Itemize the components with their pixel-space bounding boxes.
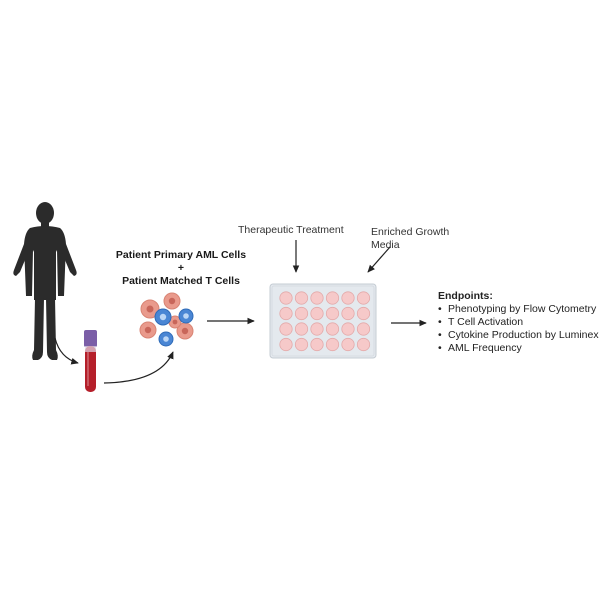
plate-well bbox=[310, 306, 324, 321]
plate-well bbox=[294, 291, 309, 305]
plate-well bbox=[294, 306, 309, 321]
endpoints-box: Endpoints: Phenotyping by Flow Cytometry… bbox=[438, 290, 599, 355]
plate-well bbox=[356, 291, 371, 305]
cell-cluster-icon bbox=[139, 292, 194, 347]
plate-well bbox=[294, 337, 309, 352]
blood-tube-icon bbox=[84, 330, 97, 392]
cells-label-line1: Patient Primary AML Cells bbox=[115, 249, 247, 261]
endpoints-list: Phenotyping by Flow Cytometry T Cell Act… bbox=[438, 303, 599, 355]
well-plate-icon bbox=[269, 283, 377, 359]
arrow-person-to-tube bbox=[54, 337, 79, 365]
plate-well bbox=[279, 306, 293, 321]
aml-cell bbox=[140, 299, 160, 319]
endpoint-item: Phenotyping by Flow Cytometry bbox=[438, 303, 599, 316]
human-silhouette-icon bbox=[13, 202, 77, 360]
plate-well bbox=[356, 306, 371, 321]
plate-well bbox=[325, 306, 340, 321]
aml-cell bbox=[163, 292, 181, 310]
plate-well bbox=[325, 322, 340, 336]
media-label-line2: Media bbox=[371, 239, 400, 251]
plate-well bbox=[310, 322, 324, 336]
plate-well bbox=[279, 322, 293, 336]
arrow-media-to-plate bbox=[367, 246, 391, 273]
endpoint-item: T Cell Activation bbox=[438, 316, 599, 329]
plate-well bbox=[325, 337, 340, 352]
aml-cell bbox=[168, 315, 182, 329]
endpoint-item: AML Frequency bbox=[438, 342, 599, 355]
t-cell bbox=[178, 308, 194, 324]
plate-well bbox=[356, 337, 371, 352]
t-cell bbox=[154, 308, 172, 326]
aml-cell bbox=[139, 321, 157, 339]
plate-well bbox=[294, 322, 309, 336]
treatment-label: Therapeutic Treatment bbox=[238, 224, 344, 236]
plate-well bbox=[279, 291, 293, 305]
plate-well bbox=[341, 306, 355, 321]
plate-well bbox=[325, 291, 340, 305]
cells-label: Patient Primary AML Cells + Patient Matc… bbox=[96, 249, 266, 288]
plate-well bbox=[341, 322, 355, 336]
aml-cell bbox=[176, 322, 194, 340]
t-cell bbox=[158, 331, 174, 347]
endpoints-title: Endpoints: bbox=[438, 290, 493, 302]
media-label-line1: Enriched Growth bbox=[371, 226, 450, 238]
media-label: Enriched Growth Media bbox=[371, 226, 481, 252]
cells-label-line3: Patient Matched T Cells bbox=[122, 275, 240, 287]
plate-well bbox=[310, 337, 324, 352]
arrow-tube-to-cells bbox=[103, 351, 174, 384]
plate-well bbox=[341, 337, 355, 352]
endpoint-item: Cytokine Production by Luminex bbox=[438, 329, 599, 342]
plate-well bbox=[341, 291, 355, 305]
plate-well bbox=[279, 337, 293, 352]
plate-well bbox=[310, 291, 324, 305]
plate-well bbox=[356, 322, 371, 336]
cells-label-plus: + bbox=[177, 262, 185, 274]
